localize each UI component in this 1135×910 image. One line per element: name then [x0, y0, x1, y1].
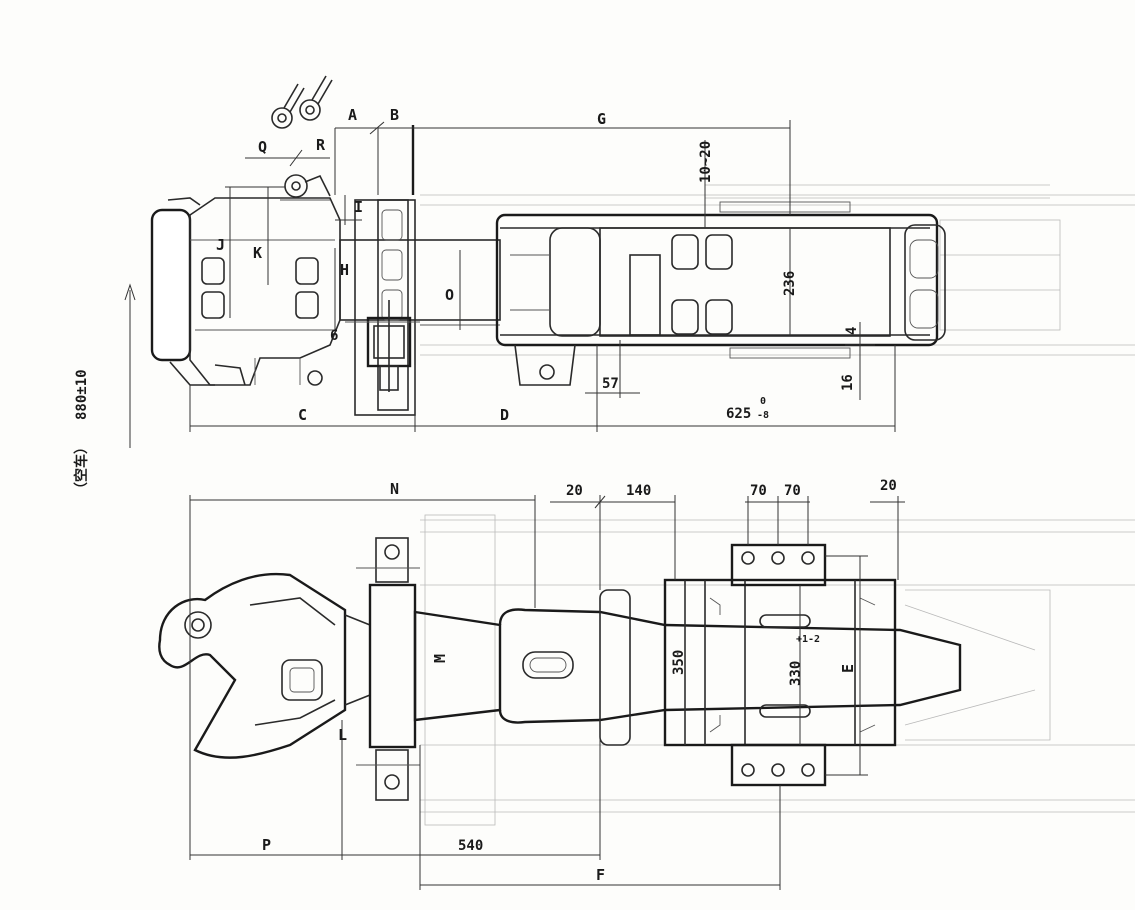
dim-70-a: 70 [750, 483, 767, 499]
label-F: F [596, 866, 605, 884]
label-P: P [262, 836, 271, 854]
dim-625-tol-dn: -8 [757, 410, 769, 421]
dim-625-tol-up: 0 [760, 396, 766, 407]
shank-plan [413, 608, 962, 724]
label-O: O [445, 286, 454, 304]
dim-20-left: 20 [566, 483, 583, 499]
dim-330-tol-dn: -2 [808, 634, 820, 645]
label-R: R [316, 136, 326, 154]
yoke-side [339, 125, 501, 416]
label-G: G [597, 110, 606, 128]
car-frame-ghost [420, 184, 1135, 356]
dim-6: 6 [330, 328, 338, 344]
dim-140: 140 [626, 483, 651, 499]
dim-57: 57 [602, 376, 619, 392]
label-E: E [839, 664, 857, 673]
dim-350: 350 [671, 650, 687, 675]
label-A: A [348, 106, 357, 124]
bottom-dimensions [189, 495, 905, 890]
knuckle-plan [158, 572, 371, 759]
dim-16: 16 [840, 374, 856, 391]
dim-330-tol-up: +1 [796, 634, 808, 645]
bottom-view: N 20 140 70 70 20 M L 350 330 +1 -2 E P … [158, 478, 1135, 890]
dim-625: 625 [726, 406, 751, 422]
label-J: J [216, 236, 225, 254]
label-I: I [354, 198, 363, 216]
top-labels: A B G Q R I J K H O 6 10~20 236 4 16 57 … [73, 106, 860, 496]
uncoupling-rollers [271, 75, 333, 201]
label-C: C [298, 406, 307, 424]
yoke-plates [356, 537, 420, 801]
label-L: L [338, 726, 347, 744]
dim-height: 880±10 [74, 369, 90, 420]
label-Q: Q [258, 138, 267, 156]
height-note: （空车） [73, 440, 90, 496]
label-H: H [340, 261, 349, 279]
label-M: M [431, 654, 449, 663]
label-B: B [390, 106, 399, 124]
label-D: D [500, 406, 509, 424]
label-N: N [390, 480, 399, 498]
dim-70-b: 70 [784, 483, 801, 499]
dim-20-right: 20 [880, 478, 897, 494]
dim-236: 236 [782, 271, 798, 296]
dim-330: 330 [788, 661, 804, 686]
top-dimensions [124, 120, 896, 448]
dim-4: 4 [844, 327, 860, 335]
label-K: K [253, 244, 262, 262]
center-sill-ghost [420, 514, 1135, 826]
bottom-labels: N 20 140 70 70 20 M L 350 330 +1 -2 E P … [262, 478, 897, 884]
top-view: A B G Q R I J K H O 6 10~20 236 4 16 57 … [73, 75, 1135, 496]
coupler-head-side [150, 197, 341, 386]
draft-gear-plan [599, 543, 897, 787]
draft-gear-side [495, 201, 946, 386]
dim-gap: 10~20 [698, 141, 714, 183]
dim-540: 540 [458, 838, 483, 854]
